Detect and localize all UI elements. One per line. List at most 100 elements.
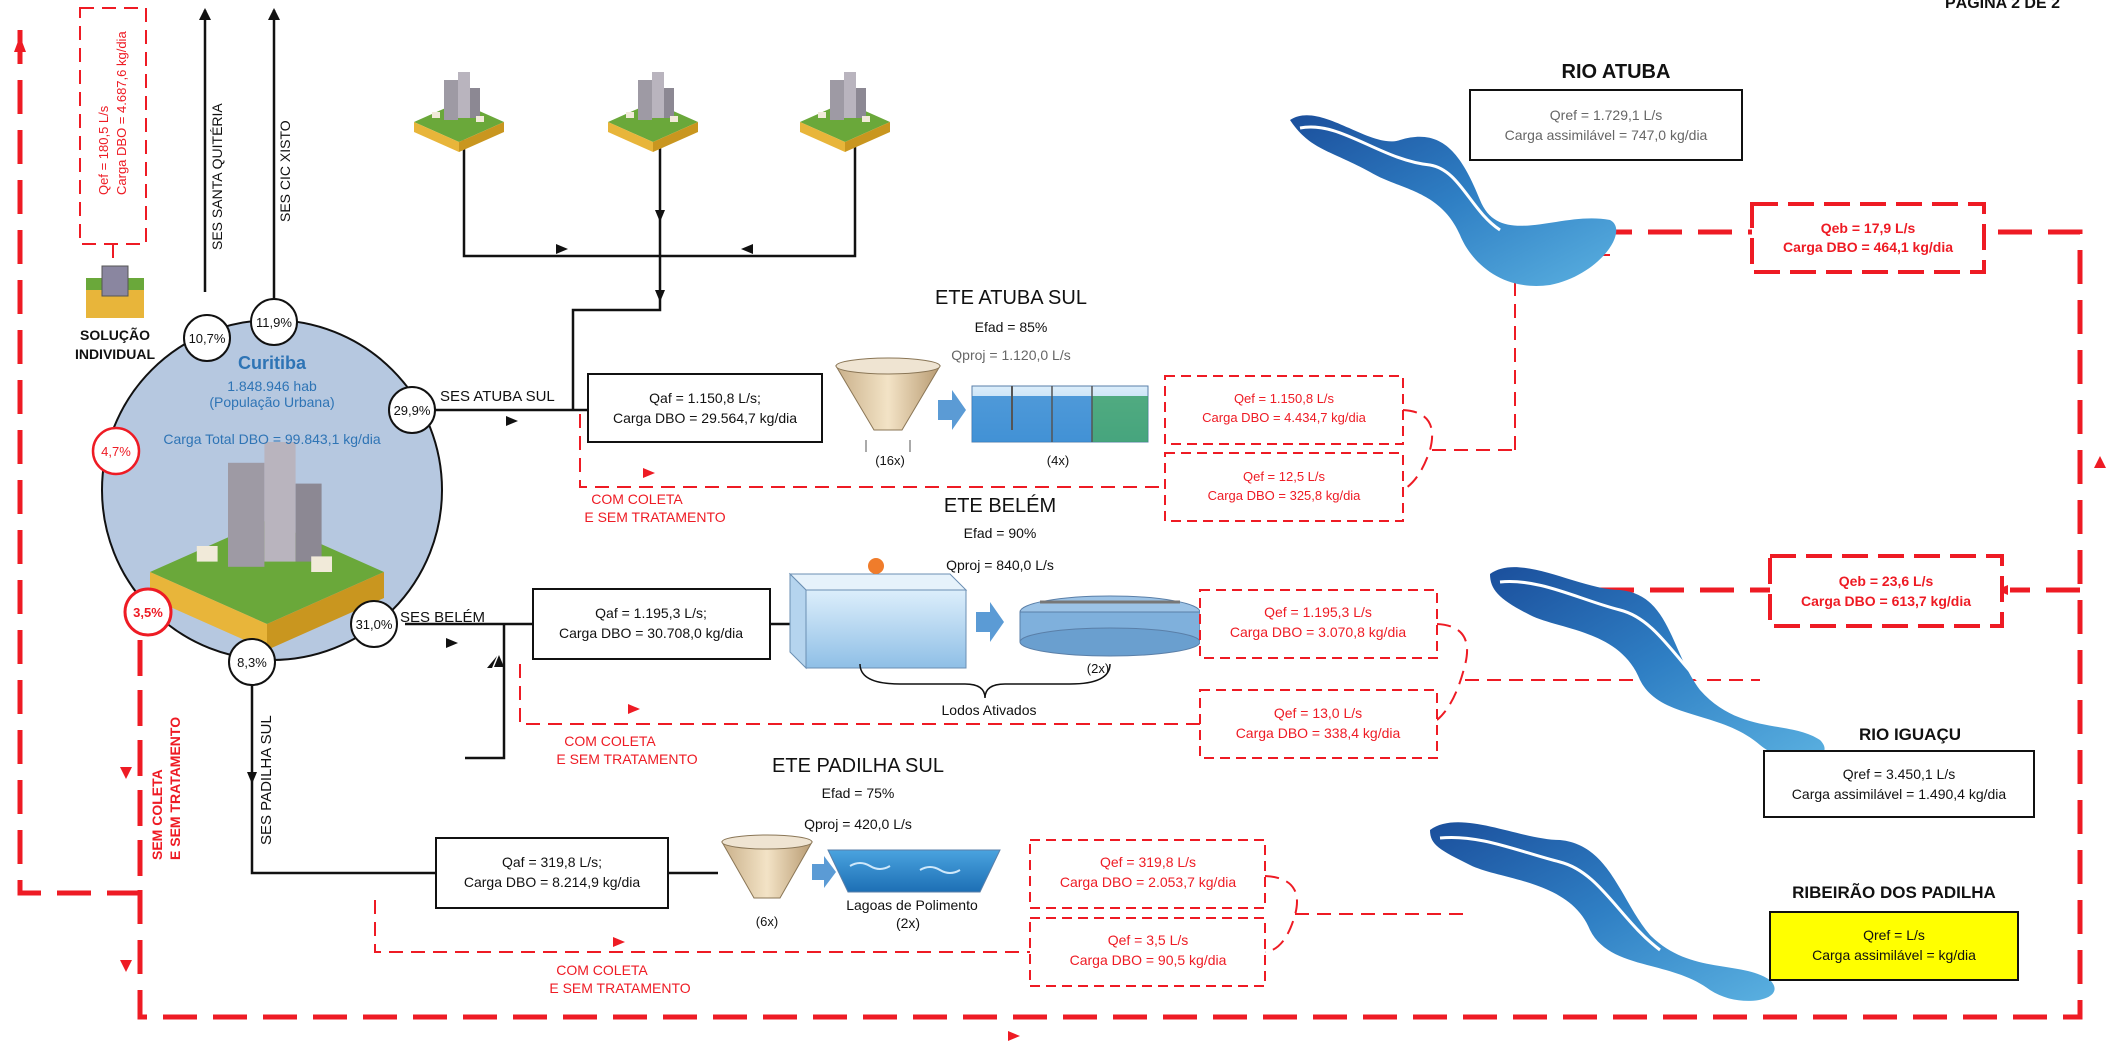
balance-iguacu-box[interactable]: Qeb = 23,6 L/s Carga DBO = 613,7 kg/dia (1768, 554, 2004, 628)
city-population-note: (População Urbana) (209, 394, 334, 410)
label-ses-padilha-sul: SES PADILHA SUL (258, 715, 275, 845)
ete-belem-load-in: Carga DBO = 30.708,0 kg/dia (559, 625, 743, 641)
pct-node-belem[interactable]: 31,0% (350, 600, 398, 648)
ete-atuba-out-load: Carga DBO = 4.434,7 kg/dia (1202, 410, 1366, 425)
ete-padilha-out-load: Carga DBO = 2.053,7 kg/dia (1060, 874, 1236, 890)
ete-padilha-process-line2: (2x) (896, 915, 920, 931)
ete-belem-bypass-line1: COM COLETA (564, 733, 656, 749)
ete-padilha-bypass-line1: COM COLETA (556, 962, 648, 978)
pct-no-collection-label: 3,5% (133, 605, 163, 620)
ete-atuba-bypass-load: Carga DBO = 325,8 kg/dia (1208, 488, 1362, 503)
pct-belem-label: 31,0% (356, 617, 393, 632)
river-iguacu-info-box[interactable]: Qref = 3.450,1 L/s Carga assimilável = 1… (1763, 750, 2035, 818)
ete-padilha-qaf: Qaf = 319,8 L/s; (502, 854, 602, 870)
river-padilha-qref: Qref = L/s (1863, 927, 1925, 943)
ete-atuba-bypass-box[interactable]: Qef = 12,5 L/s Carga DBO = 325,8 kg/dia (1164, 452, 1404, 522)
ete-padilha-qproj: Qproj = 420,0 L/s (804, 816, 912, 832)
ete-padilha-process-line1: Lagoas de Polimento (846, 897, 978, 913)
ete-atuba-count-a: (16x) (875, 453, 905, 468)
city-population: 1.848.946 hab (227, 378, 317, 394)
ete-belem-out-qef: Qef = 1.195,3 L/s (1264, 604, 1372, 620)
pct-santa-quiteria-label: 10,7% (189, 331, 226, 346)
river-iguacu-capacity: Carga assimilável = 1.490,4 kg/dia (1792, 786, 2007, 802)
ete-belem-qproj: Qproj = 840,0 L/s (946, 557, 1054, 573)
ete-belem-title: ETE BELÉM (944, 494, 1056, 517)
ete-padilha-out-qef: Qef = 319,8 L/s (1100, 854, 1196, 870)
ete-belem-bypass-load: Carga DBO = 338,4 kg/dia (1236, 725, 1401, 741)
ete-belem-efad: Efad = 90% (964, 525, 1037, 541)
ete-belem-bypass-line2: E SEM TRATAMENTO (556, 751, 697, 767)
river-atuba-icon (1290, 115, 1617, 286)
label-ses-belem: SES BELÉM (400, 609, 485, 626)
neighborhood-icon-3 (800, 72, 890, 152)
river-padilha-name: RIBEIRÃO DOS PADILHA (1792, 882, 1996, 902)
ete-atuba-bypass-line1: COM COLETA (591, 491, 683, 507)
ete-padilha-flow-arrow-icon (812, 856, 836, 888)
ete-atuba-tanks-icon (971, 385, 1149, 443)
ete-belem-reactor-icon (788, 558, 968, 670)
neighborhood-icon-1 (414, 72, 504, 152)
pct-node-padilha-sul[interactable]: 8,3% (228, 638, 276, 686)
ete-atuba-bypass-line2: E SEM TRATAMENTO (584, 509, 725, 525)
ete-padilha-load-in: Carga DBO = 8.214,9 kg/dia (464, 874, 640, 890)
ete-padilha-bypass-qef: Qef = 3,5 L/s (1108, 932, 1189, 948)
ete-belem-bypass-box[interactable]: Qef = 13,0 L/s Carga DBO = 338,4 kg/dia (1199, 689, 1438, 759)
ete-belem-count-b: (2x) (1087, 661, 1109, 676)
individual-qef: Qef = 180,5 L/s (96, 105, 111, 195)
river-atuba-name: RIO ATUBA (1562, 61, 1671, 83)
ete-padilha-count-a: (6x) (756, 914, 778, 929)
individual-solution-line2: INDIVIDUAL (75, 346, 156, 362)
ete-atuba-effluent-box[interactable]: Qef = 1.150,8 L/s Carga DBO = 4.434,7 kg… (1164, 375, 1404, 445)
ete-belem-out-load: Carga DBO = 3.070,8 kg/dia (1230, 624, 1406, 640)
ete-atuba-count-b: (4x) (1047, 453, 1069, 468)
ete-padilha-reactor-icon (721, 834, 813, 899)
ete-padilha-bypass-load: Carga DBO = 90,5 kg/dia (1070, 952, 1227, 968)
pct-cic-xisto-label: 11,9% (256, 315, 292, 330)
individual-load: Carga DBO = 4.687,6 kg/dia (114, 31, 129, 195)
ete-belem-flow-arrow-icon (976, 602, 1004, 642)
ete-atuba-efad: Efad = 85% (975, 319, 1048, 335)
ete-padilha-inflow-box[interactable]: Qaf = 319,8 L/s; Carga DBO = 8.214,9 kg/… (435, 837, 669, 909)
balance-atuba-load: Carga DBO = 464,1 kg/dia (1783, 239, 1953, 255)
ete-padilha-bypass-box[interactable]: Qef = 3,5 L/s Carga DBO = 90,5 kg/dia (1029, 917, 1266, 987)
page-label: PÁGINA 2 DE 2 (1945, 0, 2060, 12)
balance-atuba-box[interactable]: Qeb = 17,9 L/s Carga DBO = 464,1 kg/dia (1750, 202, 1986, 274)
river-atuba-info-box[interactable]: Qref = 1.729,1 L/s Carga assimilável = 7… (1469, 89, 1743, 161)
label-no-collection-line1: SEM COLETA (149, 769, 165, 860)
river-iguacu-icon (1490, 567, 1825, 760)
pct-individual-label: 4,7% (101, 444, 131, 459)
river-atuba-qref: Qref = 1.729,1 L/s (1550, 107, 1662, 123)
ete-atuba-reactor-icon (835, 357, 941, 452)
ete-atuba-bypass-qef: Qef = 12,5 L/s (1243, 469, 1326, 484)
ete-belem-inflow-box[interactable]: Qaf = 1.195,3 L/s; Carga DBO = 30.708,0 … (532, 588, 771, 660)
pct-node-atuba-sul[interactable]: 29,9% (388, 386, 436, 434)
river-padilha-capacity: Carga assimilável = kg/dia (1812, 947, 1976, 963)
river-iguacu-qref: Qref = 3.450,1 L/s (1843, 766, 1955, 782)
balance-iguacu-qeb: Qeb = 23,6 L/s (1839, 573, 1934, 589)
sewer-lines (203, 10, 857, 875)
river-padilha-info-box[interactable]: Qref = L/s Carga assimilável = kg/dia (1769, 911, 2019, 981)
river-iguacu-name: RIO IGUAÇU (1859, 725, 1961, 744)
ete-belem-qaf: Qaf = 1.195,3 L/s; (595, 605, 707, 621)
ete-padilha-lagoon-icon (827, 849, 1001, 893)
city-total-load: Carga Total DBO = 99.843,1 kg/dia (163, 431, 380, 447)
river-atuba-capacity: Carga assimilável = 747,0 kg/dia (1505, 127, 1708, 143)
ete-padilha-effluent-box[interactable]: Qef = 319,8 L/s Carga DBO = 2.053,7 kg/d… (1029, 839, 1266, 909)
ete-belem-effluent-box[interactable]: Qef = 1.195,3 L/s Carga DBO = 3.070,8 kg… (1199, 589, 1438, 659)
ete-atuba-inflow-box[interactable]: Qaf = 1.150,8 L/s; Carga DBO = 29.564,7 … (587, 373, 823, 443)
ete-atuba-load-in: Carga DBO = 29.564,7 kg/dia (613, 410, 797, 426)
pct-node-no-collection[interactable]: 3,5% (123, 587, 173, 637)
ete-belem-clarifier-icon (1019, 595, 1201, 657)
individual-solution-icon (86, 265, 144, 318)
pct-node-cic-xisto[interactable]: 11,9% (250, 298, 298, 346)
ete-padilha-title: ETE PADILHA SUL (772, 755, 944, 777)
label-ses-cic-xisto: SES CIC XISTO (277, 120, 293, 222)
balance-iguacu-load: Carga DBO = 613,7 kg/dia (1801, 593, 1971, 609)
pct-node-individual[interactable]: 4,7% (91, 426, 141, 476)
neighborhood-icon-2 (608, 72, 698, 152)
label-no-collection-line2: E SEM TRATAMENTO (167, 717, 183, 860)
ete-belem-bypass-qef: Qef = 13,0 L/s (1274, 705, 1362, 721)
pct-node-santa-quiteria[interactable]: 10,7% (183, 314, 231, 362)
black-arrow-heads (199, 8, 753, 784)
ete-atuba-title: ETE ATUBA SUL (935, 287, 1087, 309)
